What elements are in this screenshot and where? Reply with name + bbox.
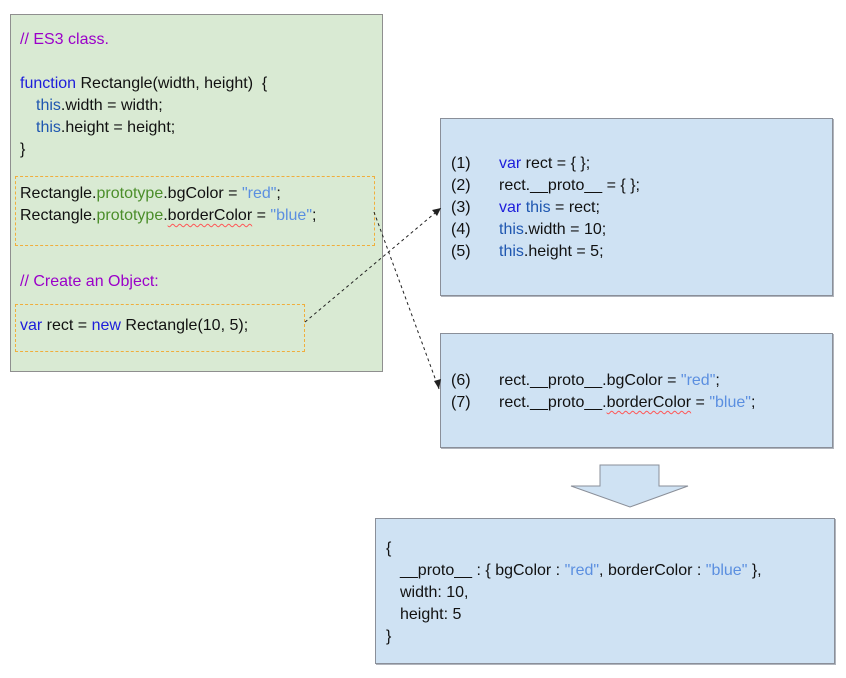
step-2: (2)rect.__proto__ = { }; <box>451 177 640 194</box>
steps-box-construct <box>440 118 833 296</box>
code-line-width: this.width = width; <box>36 97 163 114</box>
step-6: (6)rect.__proto__.bgColor = "red"; <box>451 372 720 389</box>
result-close-brace: } <box>386 628 392 645</box>
result-open-brace: { <box>386 540 392 557</box>
step-3: (3)var this = rect; <box>451 199 600 216</box>
arrow-proto-to-steps <box>373 211 440 390</box>
result-object-box <box>375 518 835 664</box>
prototype-highlight <box>15 176 375 246</box>
arrow-head-steps <box>432 208 441 216</box>
steps-box-prototype <box>440 333 833 448</box>
code-line-height: this.height = height; <box>36 119 176 136</box>
constructor-call-highlight <box>15 304 305 352</box>
code-line-new: var rect = new Rectangle(10, 5); <box>20 317 249 334</box>
comment-es3-class: // ES3 class. <box>20 31 109 48</box>
down-arrow-result <box>570 464 689 508</box>
code-panel <box>10 14 383 372</box>
code-line-proto-bordercolor: Rectangle.prototype.borderColor = "blue"… <box>20 207 317 224</box>
step-1: (1)var rect = { }; <box>451 155 591 172</box>
code-line-proto-bgcolor: Rectangle.prototype.bgColor = "red"; <box>20 185 281 202</box>
step-7: (7)rect.__proto__.borderColor = "blue"; <box>451 394 756 411</box>
comment-create-object: // Create an Object: <box>20 273 159 290</box>
code-line-close: } <box>20 141 26 158</box>
step-5: (5)this.height = 5; <box>451 243 604 260</box>
result-proto-line: __proto__ : { bgColor : "red", borderCol… <box>400 562 762 579</box>
code-line-function: function Rectangle(width, height) { <box>20 75 268 92</box>
arrow-head-proto <box>434 379 441 389</box>
step-4: (4)this.width = 10; <box>451 221 607 238</box>
arrow-new-to-steps <box>304 207 442 323</box>
result-width-line: width: 10, <box>400 584 469 601</box>
result-height-line: height: 5 <box>400 606 462 623</box>
